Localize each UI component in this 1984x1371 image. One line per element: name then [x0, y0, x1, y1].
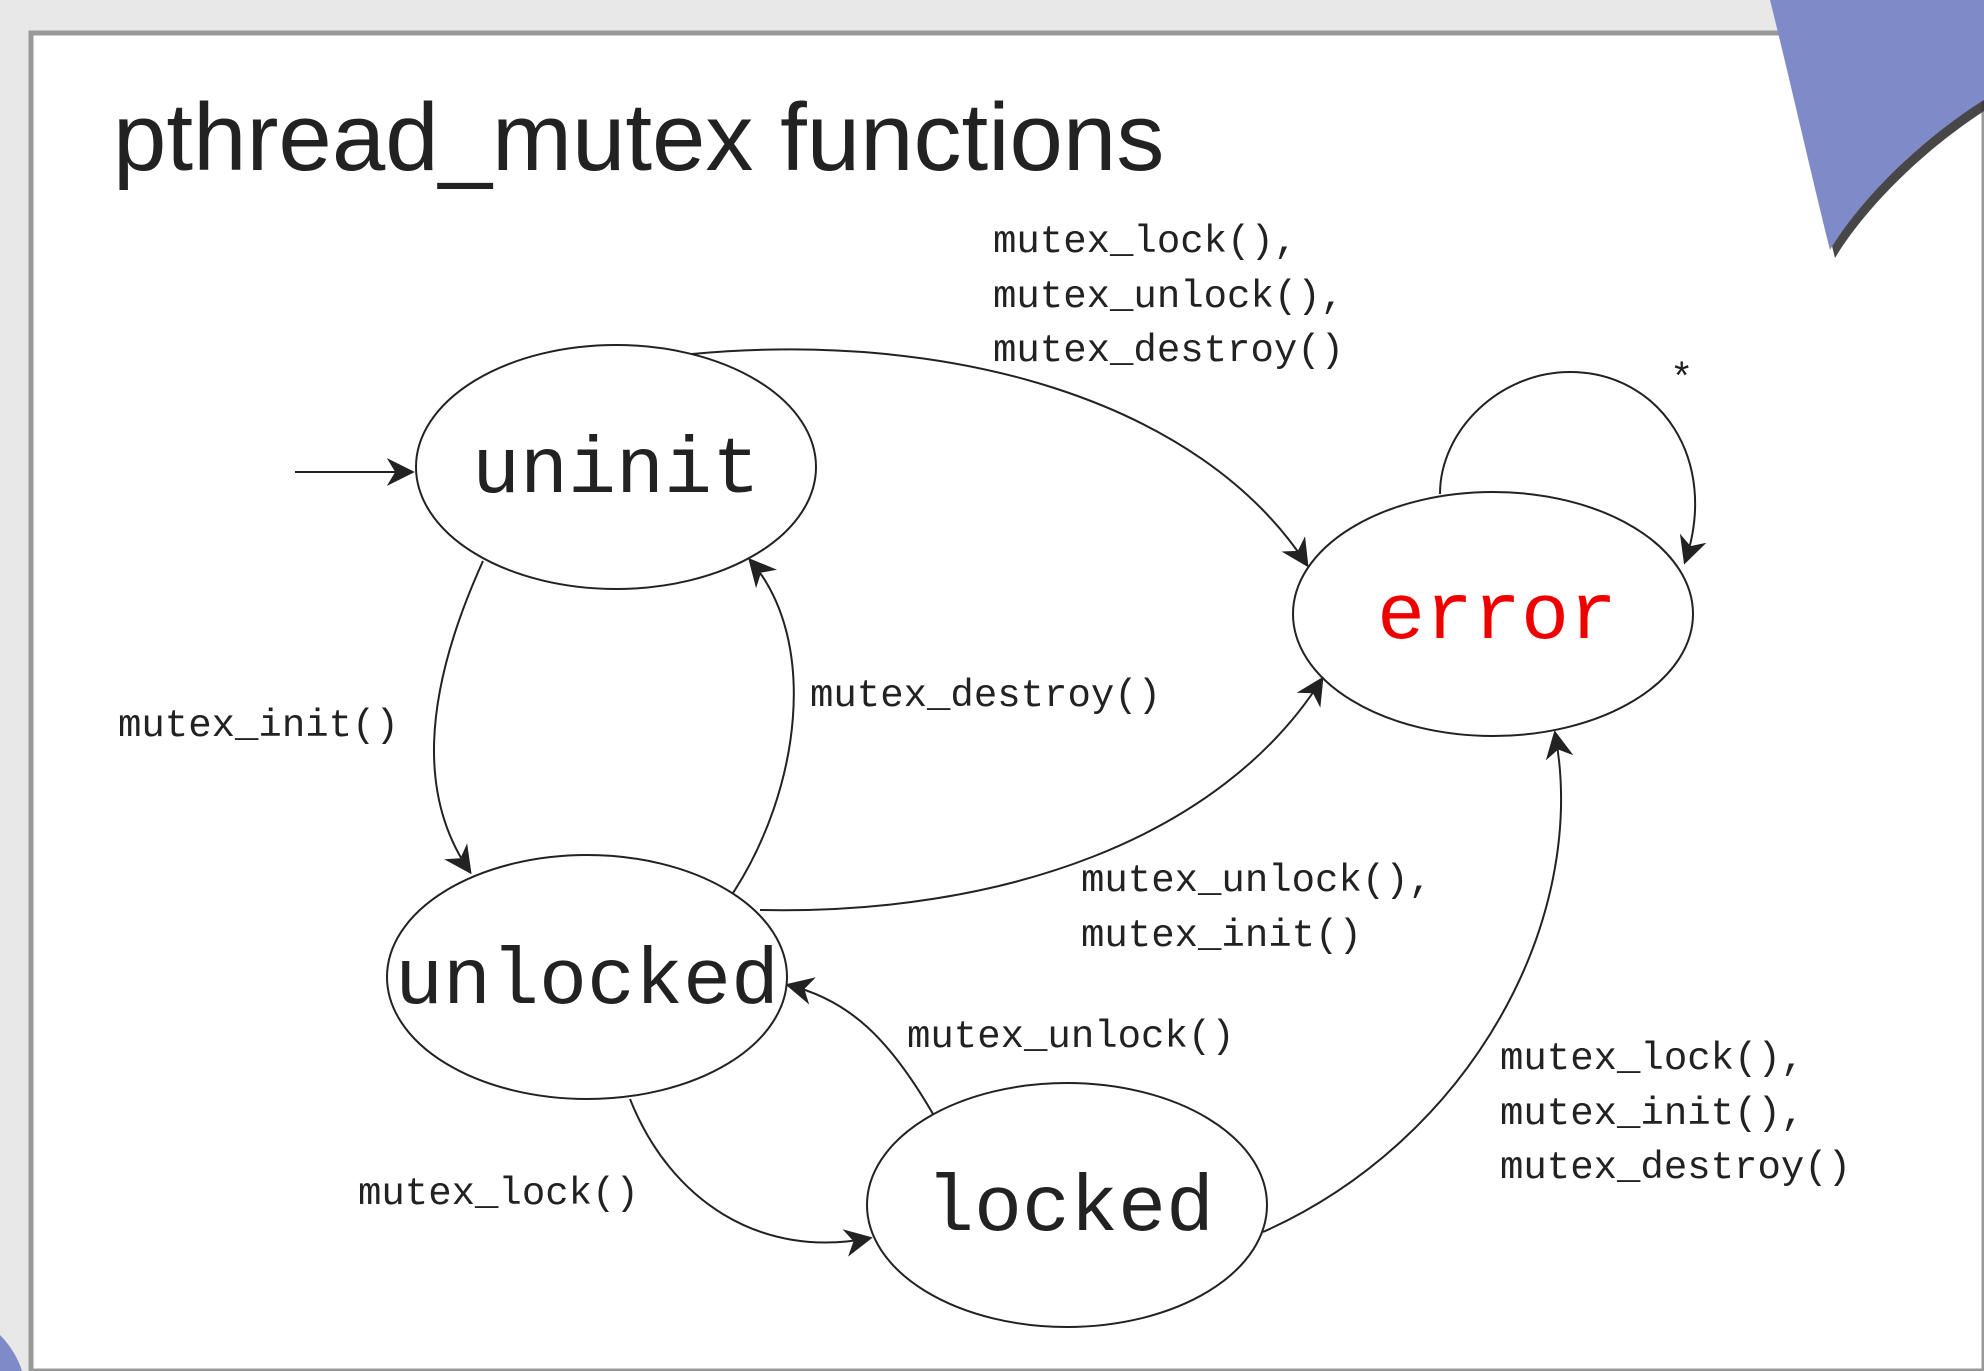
edge-unlocked-to-uninit [732, 557, 795, 894]
label-line: mutex_unlock(), [1081, 859, 1432, 903]
edge-error-self-loop [1439, 370, 1707, 565]
label-line: mutex_lock(), [993, 220, 1297, 264]
state-uninit [415, 344, 817, 590]
label-locked-to-unlocked: mutex_unlock() [907, 1015, 1235, 1059]
state-error [1292, 491, 1694, 737]
state-unlocked-label: unlocked [395, 937, 779, 1028]
label-unlocked-to-locked: mutex_lock() [358, 1172, 639, 1216]
label-uninit-to-unlocked: mutex_init() [118, 704, 399, 748]
corner-decoration [0, 1335, 22, 1371]
label-line: mutex_destroy() [1500, 1146, 1851, 1190]
edge-locked-to-unlocked [785, 977, 934, 1115]
edge-uninit-to-unlocked [432, 560, 484, 875]
label-line: mutex_init() [1081, 914, 1362, 958]
label-uninit-to-error: mutex_lock(), mutex_unlock(), mutex_dest… [993, 220, 1344, 373]
state-error-label: error [1377, 572, 1617, 663]
label-unlocked-to-error: mutex_unlock(), mutex_init() [1081, 859, 1432, 958]
state-locked [866, 1082, 1268, 1328]
label-line: mutex_init(), [1500, 1092, 1804, 1136]
label-unlocked-to-uninit: mutex_destroy() [810, 674, 1161, 718]
state-unlocked [386, 854, 788, 1100]
page-title: pthread_mutex functions [113, 84, 1164, 191]
state-uninit-label: uninit [472, 426, 760, 517]
label-line: mutex_unlock(), [993, 275, 1344, 319]
label-error-self-loop: * [1670, 358, 1693, 402]
label-line: mutex_lock(), [1500, 1037, 1804, 1081]
page-curl-decoration [1770, 0, 1984, 258]
edge-uninit-to-error [691, 348, 1309, 568]
slide-frame [28, 30, 1984, 1371]
edge-locked-to-error [1262, 730, 1574, 1233]
edge-unlocked-to-error [759, 676, 1324, 912]
state-locked-label: locked [926, 1164, 1214, 1255]
label-locked-to-error: mutex_lock(), mutex_init(), mutex_destro… [1500, 1037, 1851, 1190]
label-line: mutex_destroy() [993, 329, 1344, 373]
edge-unlocked-to-locked [629, 1098, 873, 1257]
